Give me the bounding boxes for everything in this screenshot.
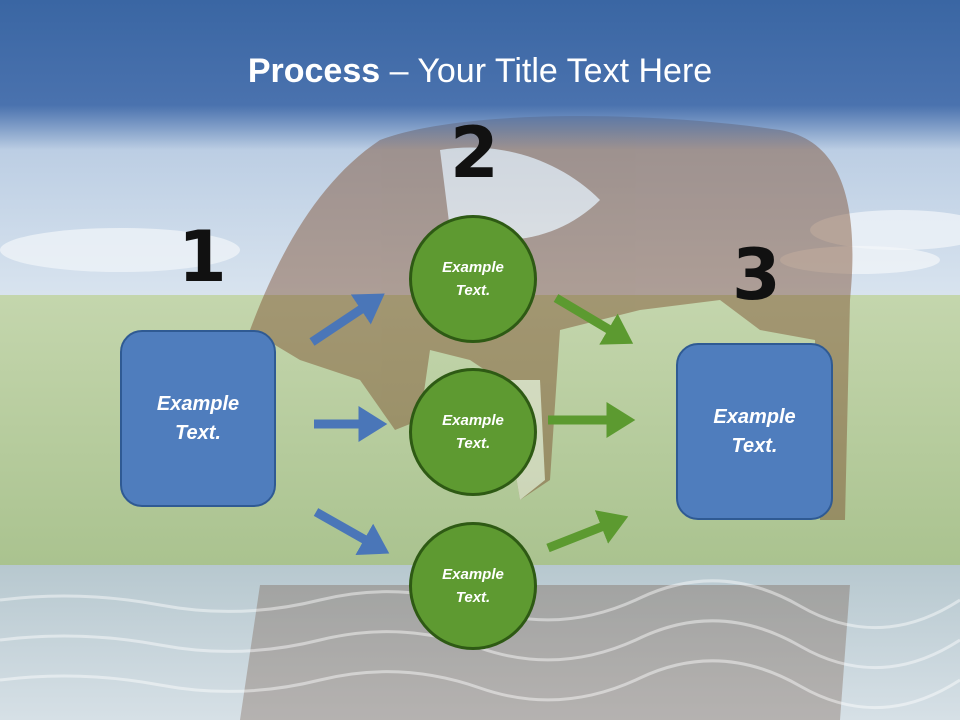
slide-title: Process – Your Title Text Here bbox=[0, 52, 960, 91]
circle-middle-line1: Example bbox=[442, 411, 504, 429]
circle-middle-line2: Text. bbox=[455, 435, 491, 452]
arrow-circle-bottom-to-box bbox=[546, 510, 629, 553]
circle-top-line1: Example bbox=[442, 258, 504, 276]
step-number-3: 3 bbox=[732, 234, 781, 316]
circle-bottom-line1: Example bbox=[442, 565, 504, 583]
circle-top-line2: Text. bbox=[455, 282, 491, 299]
title-rest-text: – Your Title Text Here bbox=[380, 52, 713, 90]
circle-bottom-line2: Text. bbox=[455, 589, 491, 606]
step-number-2: 2 bbox=[450, 112, 499, 194]
right-box-line1: Example bbox=[713, 405, 796, 428]
arrow-box-to-circle-top bbox=[309, 293, 385, 346]
title-bold-text: Process bbox=[247, 52, 381, 90]
left-box-line1: Example bbox=[156, 392, 240, 415]
left-box-line2: Text. bbox=[175, 421, 221, 444]
arrow-box-to-circle-bottom bbox=[313, 508, 390, 556]
title-bar bbox=[0, 0, 960, 150]
step-number-1: 1 bbox=[178, 216, 227, 298]
right-box-line2: Text. bbox=[731, 434, 778, 457]
arrow-circle-top-to-box bbox=[553, 294, 634, 345]
